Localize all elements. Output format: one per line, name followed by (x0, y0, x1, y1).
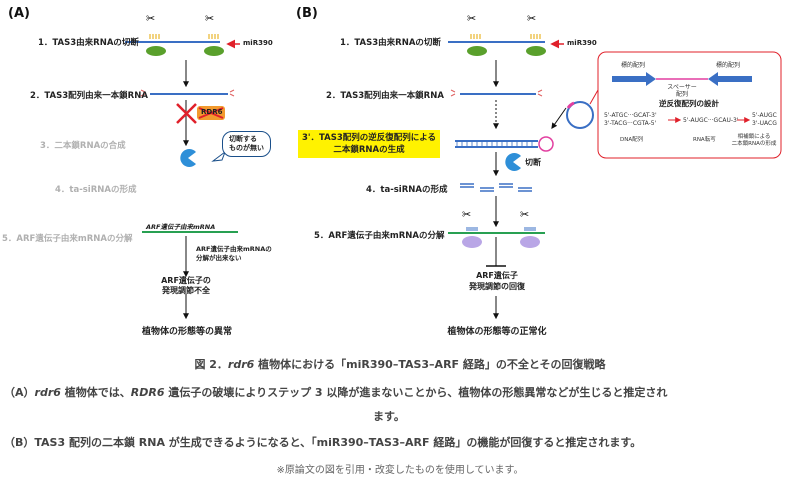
ago-protein (467, 46, 487, 56)
a-step5-label: 5．ARF遺伝子由来mRNAの分解 (2, 234, 133, 244)
b-step2-label: 2．TAS3配列由来一本鎖RNA (326, 91, 444, 101)
caption-a: （A）rdr6 植物体では、RDR6 遺伝子の破壊によりステップ 3 以降が進ま… (4, 386, 668, 399)
caption-a-continued: ます。 (373, 410, 405, 423)
scissors-icon: ✂ (462, 208, 471, 221)
plasmid-icon (566, 101, 594, 129)
ago-protein (204, 46, 224, 56)
caption-note: ※原論文の図を引用・改変したものを使用しています。 (276, 465, 524, 476)
inset-ds-bottom: 3'-UACG (752, 120, 777, 127)
a-step4-label: 4．ta-siRNAの形成 (55, 185, 137, 195)
b-result: ARF遺伝子 発現調節の回復 (469, 271, 525, 291)
inset-rna: 5'-AUGC···GCAU-3' (683, 117, 739, 124)
inset-label-ds: 相補鎖による 二本鎖RNAの形成 (731, 134, 777, 147)
inset-dna-bottom: 3'-TACG···CGTA-5' (604, 120, 657, 127)
b-dsrna-hairpin (455, 136, 554, 152)
scissors-icon: ✂ (467, 12, 476, 25)
b-step1-diagram: ✂ ✂ (448, 12, 564, 56)
a-step1-diagram: ✂ ✂ (125, 12, 240, 56)
b-step5-label: 5．ARF遺伝子由来mRNAの分解 (314, 231, 445, 241)
ago-protein (146, 46, 166, 56)
a-step3-label: 3．二本鎖RNAの合成 (40, 141, 126, 151)
scissors-icon: ✂ (146, 12, 155, 25)
a-rdr6-label: RDR6 (201, 108, 223, 116)
b-step2-diagram (450, 89, 543, 97)
inset-design-title: 逆反復配列の設計 (659, 99, 719, 108)
dicer-icon (180, 149, 196, 167)
scissors-icon: ✂ (520, 208, 529, 221)
b-mir390-label: miR390 (567, 39, 597, 47)
b-step1-label: 1．TAS3由来RNAの切断 (340, 38, 441, 48)
b-ta-sirna (460, 183, 532, 192)
a-result: ARF遺伝子の 発現調節不全 (161, 276, 211, 295)
b-final: 植物体の形態等の正常化 (447, 327, 547, 337)
a-mir390-label: miR390 (243, 39, 273, 47)
panel-b-label: (B) (296, 6, 318, 21)
scissors-icon: ✂ (205, 12, 214, 25)
a-arf-mrna-label: ARF遺伝子由来mRNA (146, 223, 216, 231)
b-cut-label: 切断 (525, 158, 541, 167)
inset-target2: 標的配列 (716, 62, 741, 69)
panel-a-label: (A) (8, 6, 30, 21)
a-step2-label: 2．TAS3配列由来一本鎖RNA (30, 91, 148, 101)
inset-target1: 標的配列 (621, 62, 646, 69)
scissors-icon: ✂ (527, 12, 536, 25)
dicer-icon (505, 153, 521, 172)
ago-protein (520, 236, 540, 248)
ago-protein (462, 236, 482, 248)
inset-spacer: スペーサー 配列 (667, 84, 697, 98)
caption-b: （B）TAS3 配列の二本鎖 RNA が生成できるようになると、「miR390–… (4, 436, 642, 449)
a-step1-label: 1．TAS3由来RNAの切断 (38, 38, 139, 48)
b-step5-diagram: ✂ ✂ (448, 208, 545, 248)
a-rdr6-block (176, 103, 225, 124)
inset-ds-top: 5'-AUGC (752, 112, 777, 119)
inset-label-dna: DNA配列 (620, 137, 644, 143)
ago-protein (526, 46, 546, 56)
a-not-degraded: ARF遺伝子由来mRNAの 分解が出来ない (196, 245, 272, 262)
inset-label-rna: RNA転写 (693, 137, 716, 143)
a-final: 植物体の形態等の異常 (141, 327, 233, 337)
inset-dna-top: 5'-ATGC···GCAT-3' (604, 112, 657, 119)
b-step4-label: 4．ta-siRNAの形成 (366, 185, 448, 195)
a-step2-diagram (140, 89, 235, 97)
caption-title: 図 2．rdr6 植物体における「miR390–TAS3–ARF 経路」の不全と… (194, 358, 606, 371)
a-callout: 切断する ものが無い (222, 131, 271, 157)
b-step3-highlight: 3'．TAS3配列の逆反復配列による 二本鎖RNAの生成 (298, 130, 441, 158)
